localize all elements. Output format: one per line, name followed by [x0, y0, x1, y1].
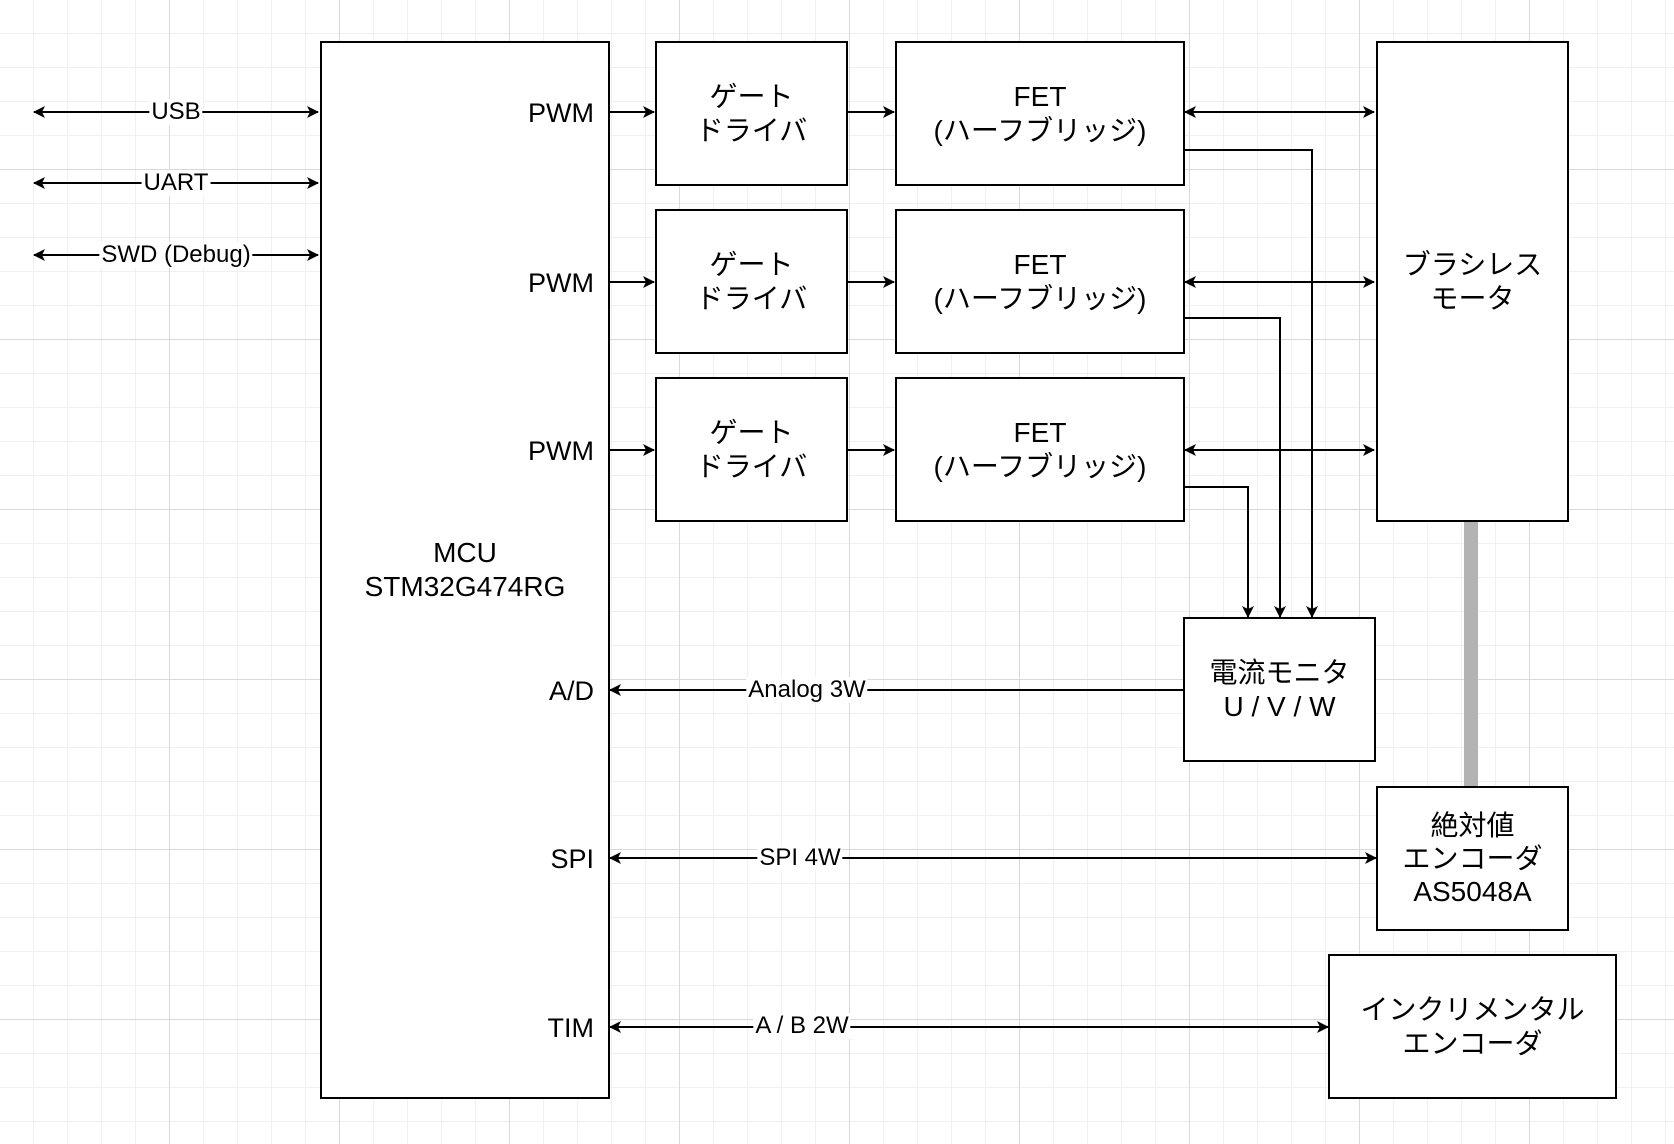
current-monitor-line1: 電流モニタ	[1209, 656, 1350, 688]
port-ad: A/D	[548, 676, 594, 706]
fet-2-line2: (ハーフブリッジ)	[933, 282, 1147, 314]
gate-driver-3-line1: ゲート	[709, 416, 794, 448]
incremental-encoder[interactable]: インクリメンタル エンコーダ	[1328, 954, 1617, 1099]
inc-encoder-line2: エンコーダ	[1402, 1027, 1543, 1059]
fet-3-line2: (ハーフブリッジ)	[933, 450, 1147, 482]
fet3-current-connector	[1185, 486, 1254, 618]
abs-encoder-line2: エンコーダ	[1402, 843, 1543, 874]
gate-driver-1[interactable]: ゲート ドライバ	[655, 41, 848, 186]
current-monitor-line2: U / V / W	[1223, 690, 1336, 722]
gate-driver-2-line1: ゲート	[709, 248, 794, 280]
fet-half-bridge-3[interactable]: FET (ハーフブリッジ)	[895, 377, 1185, 522]
current-monitor[interactable]: 電流モニタ U / V / W	[1183, 617, 1376, 762]
mcu-block[interactable]: MCU STM32G474RG	[320, 41, 610, 1099]
ab-label: A / B 2W	[753, 1012, 851, 1039]
gate-driver-1-line2: ドライバ	[695, 114, 808, 146]
usb-label: USB	[149, 98, 203, 125]
port-tim: TIM	[547, 1013, 595, 1043]
port-pwm-1: PWM	[528, 98, 594, 128]
gate-driver-2-line2: ドライバ	[695, 282, 808, 314]
gate-driver-2[interactable]: ゲート ドライバ	[655, 209, 848, 354]
fet-1-line2: (ハーフブリッジ)	[933, 114, 1147, 146]
gate-driver-3[interactable]: ゲート ドライバ	[655, 377, 848, 522]
abs-encoder-line1: 絶対値	[1430, 810, 1515, 841]
fet-half-bridge-1[interactable]: FET (ハーフブリッジ)	[895, 41, 1185, 186]
uart-label: UART	[141, 169, 211, 196]
analog-label: Analog 3W	[746, 676, 868, 703]
fet2-current-connector	[1185, 317, 1286, 618]
spi-label: SPI 4W	[757, 844, 843, 871]
inc-encoder-line1: インクリメンタル	[1360, 993, 1585, 1025]
gate-driver-1-line1: ゲート	[709, 80, 794, 112]
port-pwm-2: PWM	[528, 268, 594, 298]
mcu-part-number: STM32G474RG	[364, 571, 566, 602]
port-spi: SPI	[550, 844, 594, 874]
fet-1-line1: FET	[1013, 80, 1067, 112]
fet-2-line1: FET	[1013, 248, 1067, 280]
fet-3-line1: FET	[1013, 416, 1067, 448]
swd-label: SWD (Debug)	[99, 241, 253, 268]
fet-half-bridge-2[interactable]: FET (ハーフブリッジ)	[895, 209, 1185, 354]
absolute-encoder[interactable]: 絶対値 エンコーダ AS5048A	[1376, 786, 1569, 931]
fet1-current-connector	[1185, 149, 1318, 618]
brushless-motor[interactable]: ブラシレス モータ	[1376, 41, 1569, 522]
abs-encoder-part-number: AS5048A	[1413, 876, 1532, 907]
port-pwm-3: PWM	[528, 436, 594, 466]
motor-line2: モータ	[1430, 283, 1515, 314]
mcu-label: MCU	[433, 537, 497, 568]
motor-line1: ブラシレス	[1402, 249, 1543, 280]
gate-driver-3-line2: ドライバ	[695, 450, 808, 482]
